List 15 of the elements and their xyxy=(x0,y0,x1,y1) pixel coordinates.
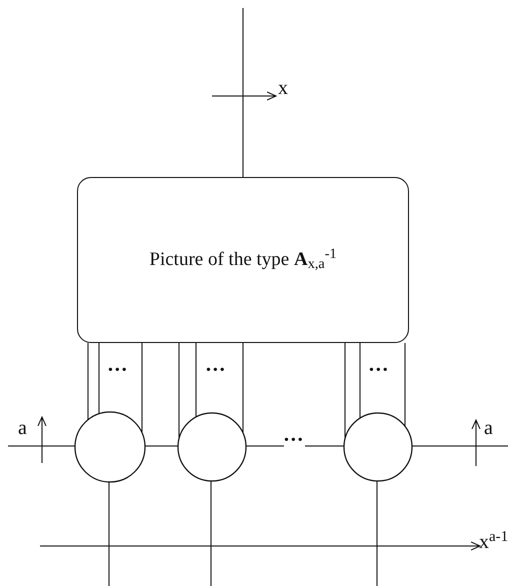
direction-label: x$^{a-1}$ xyxy=(479,532,508,552)
connector-line xyxy=(242,8,244,178)
connector-line xyxy=(376,480,378,586)
connector-line xyxy=(242,342,244,434)
connector-line xyxy=(98,342,100,414)
circle-node xyxy=(177,412,247,482)
rounded-box xyxy=(77,177,409,343)
circle-node xyxy=(343,412,413,482)
connector-line xyxy=(404,342,406,427)
direction-label: x xyxy=(278,78,288,98)
direction-label: a xyxy=(18,418,27,438)
circle-node xyxy=(74,411,146,483)
direction-label: a xyxy=(484,418,493,438)
connector-line xyxy=(210,480,212,586)
connector-line xyxy=(108,482,110,586)
